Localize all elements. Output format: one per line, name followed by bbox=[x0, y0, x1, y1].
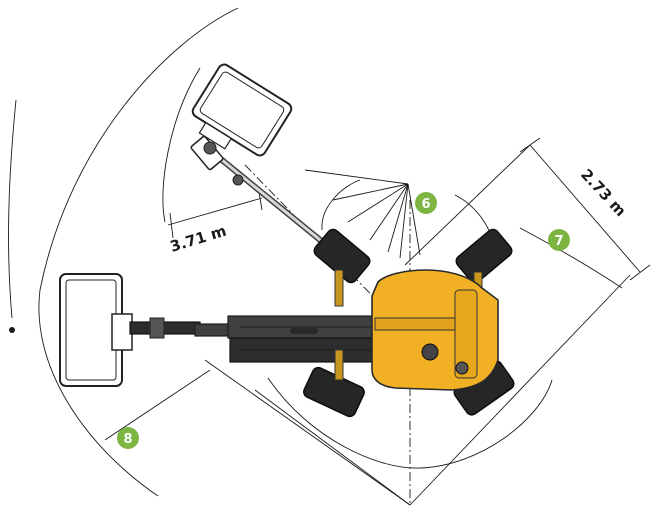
dim-line-inner-radius bbox=[167, 197, 263, 226]
right-clearance-arc bbox=[519, 227, 623, 289]
svg-text:8: 8 bbox=[123, 432, 132, 447]
dim-line-outer-radius bbox=[104, 369, 211, 441]
dim-line-side-clearance bbox=[529, 144, 641, 273]
dim-tick-side-bottom bbox=[629, 264, 651, 281]
chassis-end-arc bbox=[267, 377, 553, 469]
envelope-line-right-upper bbox=[404, 144, 531, 266]
tire-front-right bbox=[455, 228, 513, 284]
svg-text:6: 6 bbox=[421, 197, 430, 212]
extended-platform bbox=[59, 273, 133, 387]
raised-platform bbox=[191, 63, 293, 157]
envelope-line-left-inner bbox=[254, 389, 411, 506]
badge-7: 7 bbox=[548, 229, 570, 251]
inner-radius-label: 3.71 m bbox=[168, 222, 229, 256]
rotation-ray-fan bbox=[304, 169, 421, 259]
small-arc-left bbox=[321, 179, 361, 231]
raised-boom-jib bbox=[190, 135, 333, 251]
arc-end-dot bbox=[9, 327, 15, 333]
side-clearance-label: 2.73 m bbox=[577, 165, 630, 220]
envelope-line-right-lower bbox=[409, 274, 631, 506]
outer-swing-arc bbox=[38, 7, 239, 497]
badge-6: 6 bbox=[415, 192, 437, 214]
dim-tick-side-top bbox=[519, 137, 541, 153]
dim-tick-inner-left bbox=[169, 212, 174, 239]
tire-front-left bbox=[313, 228, 371, 284]
badge-8: 8 bbox=[117, 427, 139, 449]
envelope-line-left-lower bbox=[204, 359, 411, 506]
chassis bbox=[303, 228, 515, 418]
inner-swing-arc-top bbox=[162, 67, 201, 223]
tire-rear-left bbox=[303, 366, 365, 418]
svg-text:7: 7 bbox=[554, 234, 563, 249]
far-left-arc bbox=[8, 99, 17, 319]
